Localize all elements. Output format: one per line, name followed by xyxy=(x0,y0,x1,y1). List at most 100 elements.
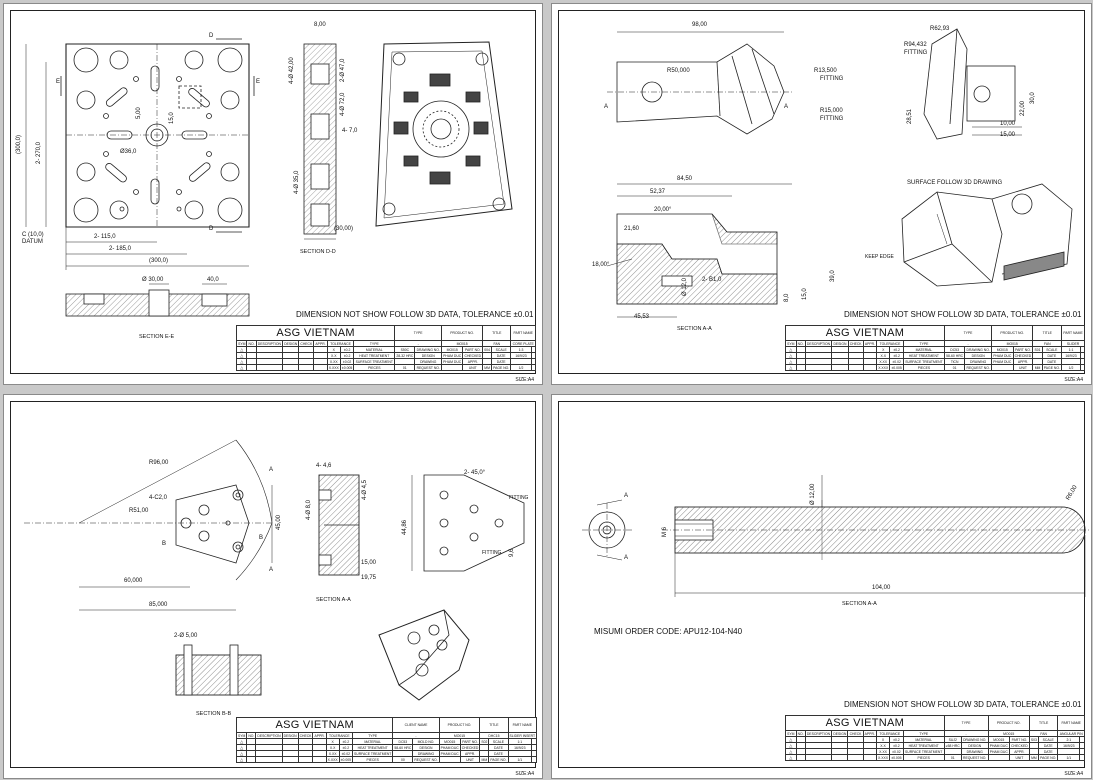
dim-d12: Ø 12,00 xyxy=(810,483,816,505)
dim-r15: R15,000 xyxy=(820,108,843,114)
title-block-cell: PAGE NO. xyxy=(488,756,509,763)
title-block-cell: UNIT xyxy=(459,756,481,763)
section-arrow-b: B xyxy=(162,541,167,547)
title-block-cell: CLIENT NAME xyxy=(392,717,440,733)
title-block-cell xyxy=(255,756,283,763)
dim-15b: 15,00 xyxy=(1000,132,1016,138)
drawing-sheet-angular-pin: A A Ø 12,00 M 6 104,00 R6,00 SECTION A-A… xyxy=(551,394,1092,779)
title-block-cell: PIECES xyxy=(902,754,945,761)
dim-300-horizontal: (300,0) xyxy=(149,258,169,264)
dim-185: 2- 185,0 xyxy=(109,246,132,252)
keep-edge-note: KEEP EDGE xyxy=(865,254,894,260)
title-block-cell: REQUEST NO. xyxy=(964,364,993,371)
title-block-cell xyxy=(987,754,1010,761)
title-block-cell xyxy=(281,756,299,763)
dim-45: 45,53 xyxy=(634,314,650,320)
title-block-cell xyxy=(438,756,461,763)
drawing-sheet-slider: A A 98,00 R50,000 R13,500 FITTING R15,00… xyxy=(551,3,1092,385)
section-arrow-a: A xyxy=(624,555,629,561)
dim-d5: 2-Ø 5,00 xyxy=(174,633,198,639)
dim-52: 52,37 xyxy=(650,189,666,195)
drawing-frame xyxy=(10,10,536,374)
dim-18-deg: 18,00° xyxy=(592,262,610,268)
title-block-cell: X.XXX xyxy=(875,754,891,761)
title-block-cell: X.XXX xyxy=(326,364,341,371)
title-block-cell: PAGE NO. xyxy=(1038,754,1059,761)
dim-15c: 15,0 xyxy=(802,288,808,300)
title-block-cell: PRODUCT NO. xyxy=(441,325,484,341)
title-block-cell xyxy=(847,754,864,761)
dim-d8: 4-Ø 8,0 xyxy=(306,499,312,520)
title-block-cell xyxy=(847,364,864,371)
title-block-cell: PRODUCT NO. xyxy=(987,715,1030,731)
title-block-cell: PIECES xyxy=(351,756,394,763)
section-arrow-b: B xyxy=(259,535,264,541)
title-block-cell: MM xyxy=(479,756,490,763)
title-block-cell: 1/2 xyxy=(510,364,532,371)
drawing-frame xyxy=(558,401,1085,768)
title-block-cell: 1/2 xyxy=(1061,364,1081,371)
sheet-size-label: SIZE:A4 xyxy=(515,377,534,383)
dim-r96: R96,00 xyxy=(149,460,169,466)
title-block-cell: 01 xyxy=(943,364,966,371)
title-block-cell: TYPE xyxy=(943,715,989,731)
dim-15: 15,0 xyxy=(169,112,175,124)
dim-r13: R13,500 xyxy=(814,68,837,74)
dim-44: 44,86 xyxy=(402,519,408,535)
title-block-cell xyxy=(862,754,877,761)
dim-r94: R94,432 xyxy=(904,42,927,48)
section-arrow-e: E xyxy=(56,79,61,85)
title-block-cell: ±0.005 xyxy=(889,754,904,761)
title-block-cell: TITLE xyxy=(1028,715,1059,731)
title-block: ASG VIETNAM TYPE PRODUCT NO. TITLE PART … xyxy=(235,325,537,371)
dim-72: 4-Ø 72,0 xyxy=(340,92,346,116)
surface-note: SURFACE FOLLOW 3D DRAWING xyxy=(907,180,1003,186)
dim-r51: R51,00 xyxy=(129,508,149,514)
title-block-cell xyxy=(804,364,833,371)
fitting-label: FITTING xyxy=(509,495,529,501)
section-label-bb: SECTION B-B xyxy=(196,711,232,717)
dim-98: 98,00 xyxy=(692,22,708,28)
title-block-cell: MM xyxy=(482,364,492,371)
fitting-label: FITTING xyxy=(820,76,844,82)
misumi-order-code: MISUMI ORDER CODE: APU12-104-N40 xyxy=(594,627,743,636)
dim-8: 8,0 xyxy=(784,293,790,302)
title-block-cell: TYPE xyxy=(394,325,443,341)
drawing-sheet-slider-insert: R96,00 R51,00 4-C2,0 A A B B 45,00 60,00… xyxy=(3,394,543,779)
title-block-cell: TYPE xyxy=(943,325,993,341)
title-block-cell: PRODUCT NO. xyxy=(991,325,1034,341)
title-block-cell: 1/1 xyxy=(507,756,533,763)
dim-20-deg: 20,00° xyxy=(654,207,672,213)
title-block-cell: △ xyxy=(785,754,797,761)
dim-300-vertical: (300,0) xyxy=(16,134,22,154)
drawing-frame xyxy=(10,401,536,768)
dim-r50: R50,000 xyxy=(667,68,690,74)
title-block-cell xyxy=(991,364,1014,371)
title-block-cell: UNIT xyxy=(462,364,484,371)
tolerance-note: DIMENSION NOT SHOW FOLLOW 3D DATA, TOLER… xyxy=(844,700,1082,709)
title-block-cell: ±0.005 xyxy=(889,364,904,371)
dim-b1: 2- B1,0 xyxy=(702,277,722,283)
title-block-cell xyxy=(246,756,257,763)
title-block-cell: PART NAME xyxy=(510,325,536,341)
company-name: ASG VIETNAM xyxy=(235,325,396,341)
dim-30: 30,0 xyxy=(1030,92,1036,104)
dim-d12: Ø 12,0 xyxy=(682,277,688,296)
section-label-aa: SECTION A-A xyxy=(677,326,712,332)
dim-84: 84,50 xyxy=(677,176,693,182)
title-block-cell xyxy=(312,756,327,763)
dim-21: 21,60 xyxy=(624,226,640,232)
dim-m6: M 6 xyxy=(662,526,668,537)
core-plate-drawing xyxy=(25,38,513,317)
section-arrow-d: D xyxy=(209,33,214,39)
company-name: ASG VIETNAM xyxy=(785,325,945,341)
title-block-cell: 01 xyxy=(943,754,962,761)
title-block-cell xyxy=(297,756,314,763)
dim-35: 4-Ø 35,0 xyxy=(294,170,300,194)
title-block-cell: X.XXX xyxy=(325,756,340,763)
sheet-size-label: SIZE:A4 xyxy=(1064,377,1083,383)
title-block-cell xyxy=(246,364,257,371)
